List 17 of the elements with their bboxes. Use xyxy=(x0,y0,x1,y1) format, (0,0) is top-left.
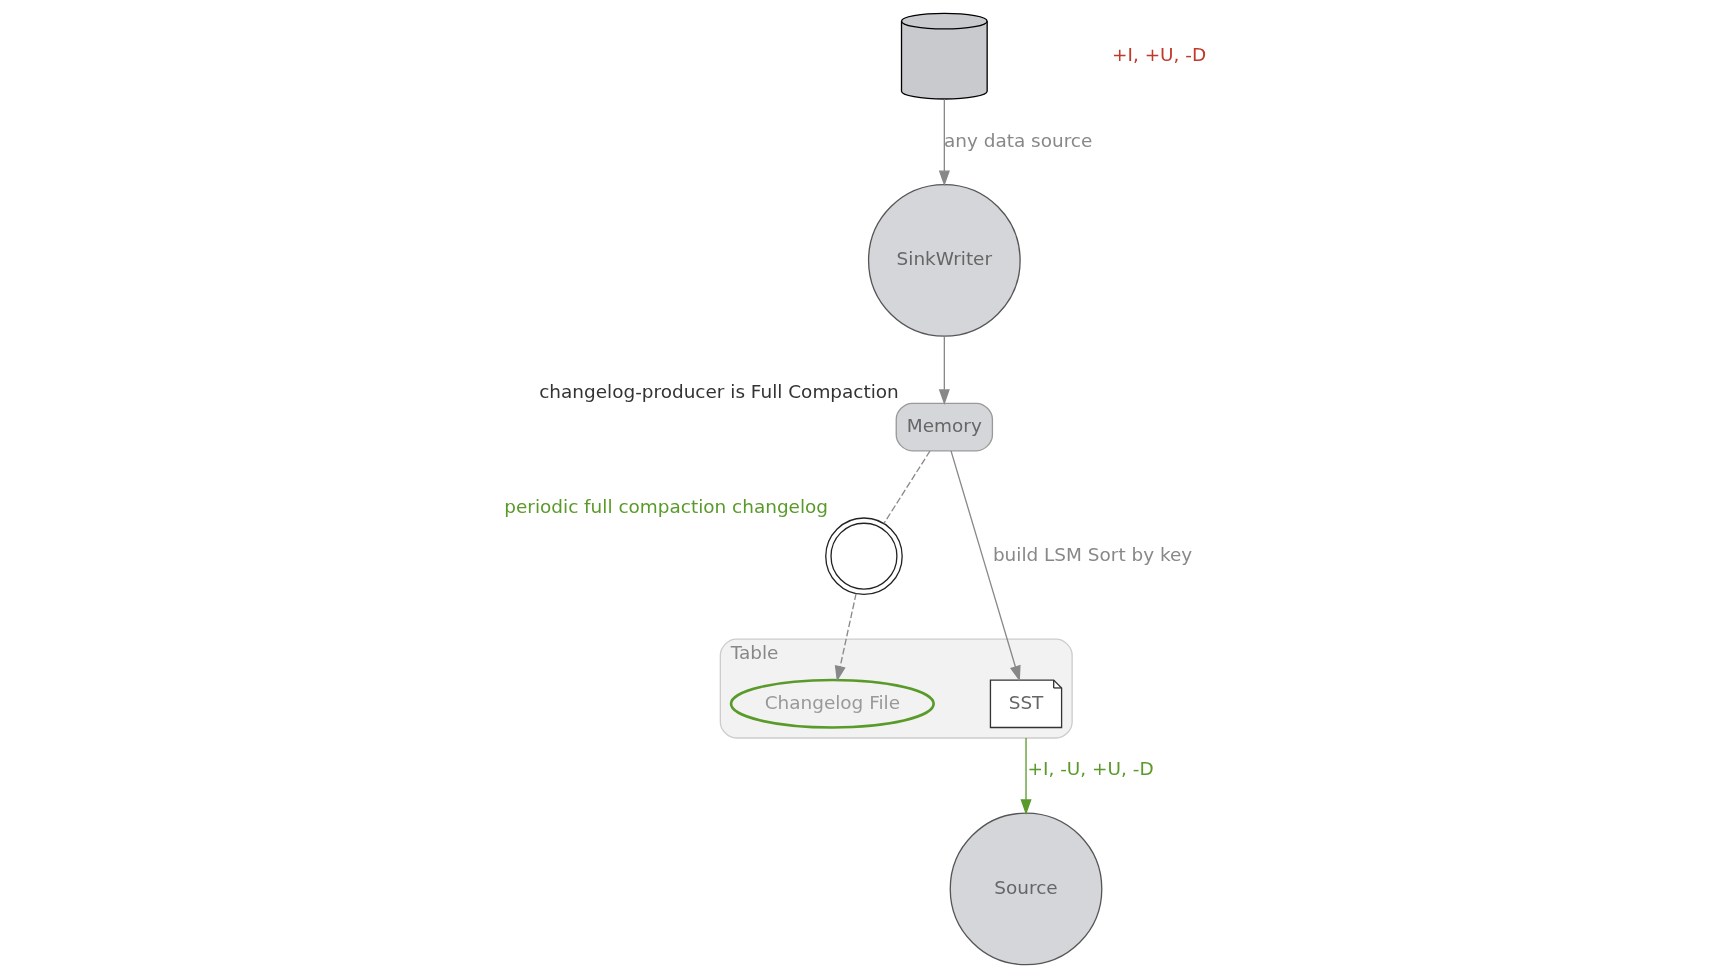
node-box: Memory xyxy=(895,402,994,452)
arrow xyxy=(938,98,950,187)
arrow xyxy=(950,450,1021,682)
edge-label: +I, -U, +U, -D xyxy=(1027,758,1154,780)
node-ellipse: Changelog File xyxy=(729,678,935,729)
edge-label: build LSM Sort by key xyxy=(992,544,1193,566)
label: +I, +U, -D xyxy=(1112,44,1207,66)
arrow xyxy=(834,593,857,682)
node-circle: SinkWriter xyxy=(867,184,1021,337)
arrow xyxy=(1020,737,1032,816)
arrow xyxy=(938,335,950,406)
node-label: periodic full compaction changelog xyxy=(504,495,829,517)
node-circle: Source xyxy=(949,812,1103,966)
node-clock xyxy=(825,517,903,596)
connector xyxy=(883,450,931,525)
node-label: changelog-producer is Full Compaction xyxy=(539,381,899,403)
edge-label: any data source xyxy=(943,129,1093,151)
